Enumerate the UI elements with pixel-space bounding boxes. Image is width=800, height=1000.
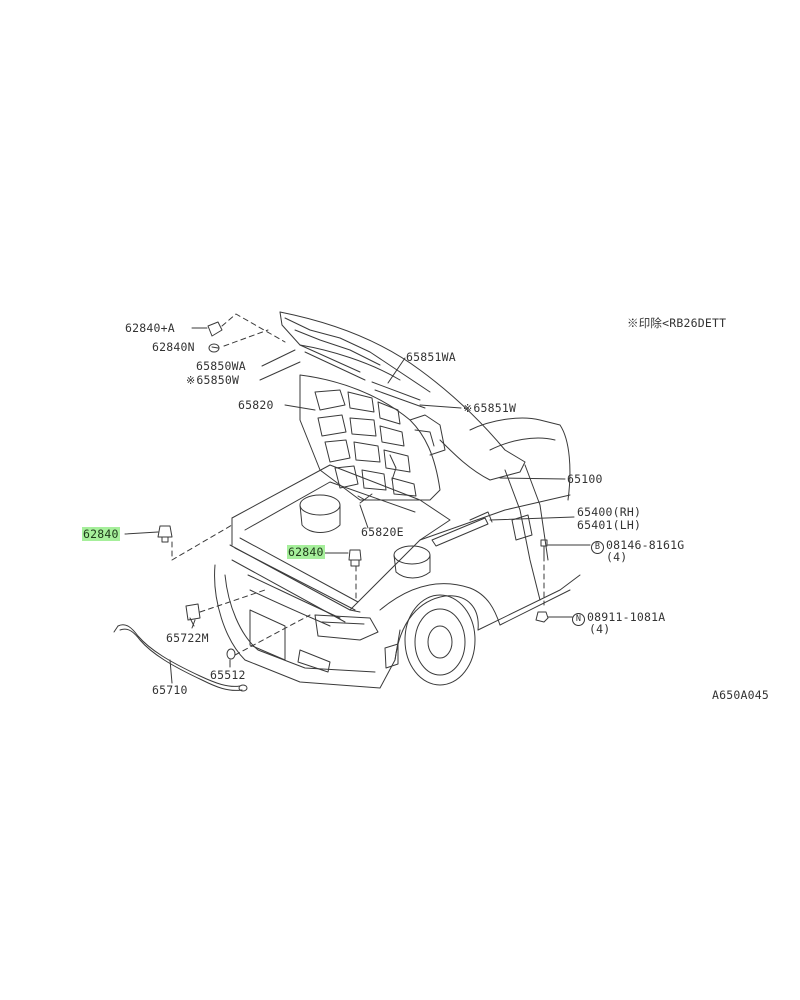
star-mark-icon: ※ [186, 374, 196, 387]
label-65710: 65710 [152, 683, 188, 697]
label-65851w: ※65851W [463, 401, 517, 416]
highlight-62840: 62840 [82, 527, 120, 541]
label-65820: 65820 [238, 398, 274, 412]
label-62840-center: 62840 [287, 545, 325, 559]
hood-panel [279, 311, 526, 501]
label-65401: 65401(LH) [577, 518, 642, 532]
note-text: ※印除<RB26DETT [627, 316, 727, 330]
label-08146-qty: (4) [606, 550, 628, 564]
label-62840n: 62840N [152, 340, 195, 354]
drawing-id: A650A045 [712, 688, 769, 702]
nut-mark-icon: N [572, 613, 585, 626]
star-mark-icon: ※ [463, 402, 473, 415]
label-65400: 65400(RH) [577, 505, 642, 519]
label-65100: 65100 [567, 472, 603, 486]
label-62840a: 62840+A [125, 321, 175, 335]
label-65850wa: 65850WA [196, 359, 246, 373]
dashed-lines [171, 313, 545, 656]
leader-lines [124, 327, 591, 684]
label-08911-qty: (4) [589, 622, 611, 636]
car-body [214, 417, 581, 689]
label-65850w: ※65850W [186, 373, 240, 388]
highlight-62840: 62840 [287, 545, 325, 559]
small-parts [113, 321, 549, 692]
label-65851wa: 65851WA [406, 350, 456, 364]
hood-stay [357, 454, 493, 547]
bolt-mark-icon: B [591, 541, 604, 554]
label-65820e: 65820E [361, 525, 404, 539]
label-65722m: 65722M [166, 631, 209, 645]
label-62840-left: 62840 [82, 527, 120, 541]
label-65512: 65512 [210, 668, 246, 682]
